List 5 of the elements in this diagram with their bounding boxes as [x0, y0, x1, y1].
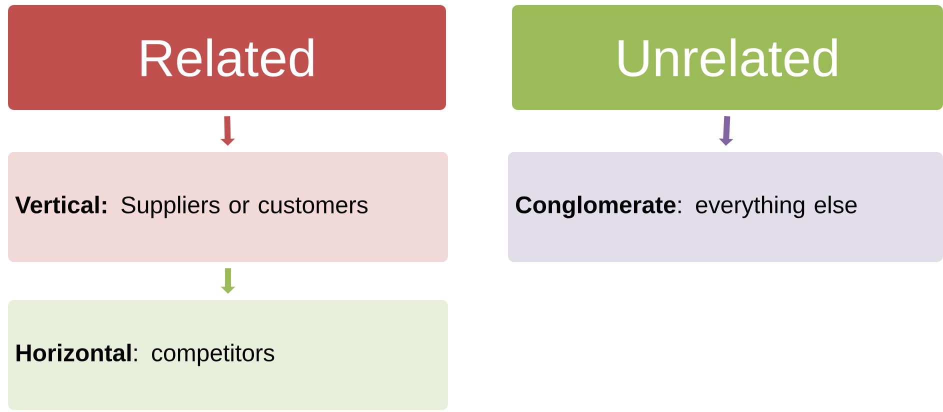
heading-box: Unrelated [512, 5, 943, 110]
text-box: Horizontal: competitors [8, 300, 448, 410]
text-box: Conglomerate: everything else [508, 152, 943, 262]
text-box: Vertical: Suppliers or customers [8, 152, 448, 262]
heading-box: Related [8, 5, 446, 110]
